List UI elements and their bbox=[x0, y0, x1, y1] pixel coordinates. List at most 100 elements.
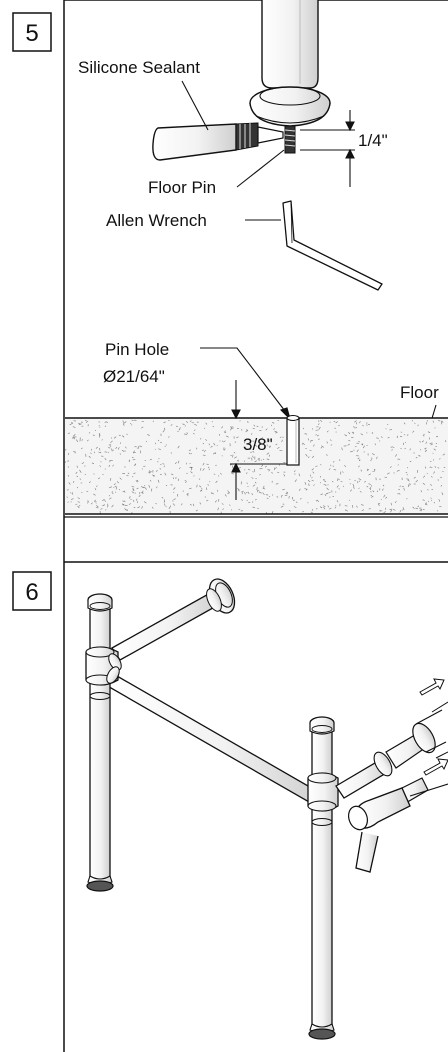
floor-speckle bbox=[91, 462, 95, 465]
floor-speckle bbox=[370, 491, 372, 493]
floor-speckle bbox=[202, 462, 205, 466]
floor-speckle bbox=[141, 491, 144, 495]
floor-speckle bbox=[320, 464, 322, 466]
floor-speckle bbox=[417, 424, 419, 427]
floor-speckle bbox=[90, 452, 92, 455]
floor-speckle bbox=[94, 499, 96, 502]
floor-speckle bbox=[204, 449, 206, 453]
floor-speckle bbox=[341, 447, 343, 451]
floor-speckle bbox=[259, 473, 261, 476]
floor-speckle bbox=[311, 509, 314, 511]
floor-speckle bbox=[75, 439, 79, 442]
floor-speckle bbox=[182, 423, 185, 425]
floor-speckle bbox=[352, 432, 355, 435]
floor-speckle bbox=[109, 478, 112, 481]
floor-speckle bbox=[225, 435, 229, 438]
floor-speckle bbox=[271, 510, 274, 514]
floor-speckle bbox=[97, 477, 101, 480]
floor-speckle bbox=[131, 456, 134, 459]
floor-speckle bbox=[208, 443, 210, 446]
floor-speckle bbox=[148, 484, 150, 488]
floor-speckle bbox=[419, 440, 421, 443]
floor-speckle bbox=[251, 477, 254, 479]
allen-wrench bbox=[282, 200, 383, 291]
floor-speckle bbox=[406, 478, 410, 480]
floor-speckle bbox=[369, 487, 372, 489]
floor-speckle bbox=[133, 507, 136, 509]
floor-speckle bbox=[320, 446, 323, 449]
floor-speckle bbox=[368, 473, 371, 476]
floor-speckle bbox=[368, 483, 371, 485]
floor-speckle bbox=[184, 425, 186, 427]
floor-speckle bbox=[71, 421, 74, 424]
floor-speckle bbox=[100, 508, 103, 510]
floor-speckle bbox=[415, 479, 419, 483]
floor-speckle bbox=[202, 442, 205, 445]
floor-speckle bbox=[224, 494, 227, 497]
floor-speckle bbox=[246, 499, 248, 502]
floor-speckle bbox=[221, 426, 224, 429]
floor-speckle bbox=[326, 441, 328, 444]
floor-texture bbox=[64, 419, 447, 515]
floor-speckle bbox=[413, 476, 416, 479]
floor-speckle bbox=[113, 486, 115, 488]
floor-speckle bbox=[269, 445, 271, 448]
floor-speckle bbox=[415, 456, 418, 459]
floor-speckle bbox=[368, 508, 371, 510]
floor-speckle bbox=[257, 507, 259, 510]
floor-speckle bbox=[205, 422, 208, 425]
floor-speckle bbox=[367, 468, 370, 471]
floor-speckle bbox=[432, 420, 434, 423]
floor-speckle bbox=[164, 472, 167, 476]
floor-speckle bbox=[81, 447, 83, 450]
floor-speckle bbox=[227, 490, 230, 494]
floor-speckle bbox=[173, 498, 176, 500]
floor-speckle bbox=[326, 430, 329, 433]
floor-speckle bbox=[170, 473, 174, 476]
floor-speckle bbox=[408, 483, 411, 485]
floor-speckle bbox=[218, 433, 220, 436]
floor-speckle bbox=[126, 433, 128, 436]
floor-speckle bbox=[430, 500, 433, 502]
floor-speckle bbox=[277, 446, 280, 449]
floor-speckle bbox=[164, 503, 166, 506]
floor-speckle bbox=[272, 422, 275, 424]
floor-speckle bbox=[358, 478, 362, 481]
floor-speckle bbox=[334, 507, 337, 509]
floor-speckle bbox=[437, 467, 440, 469]
floor-speckle bbox=[426, 420, 429, 422]
floor-speckle bbox=[72, 426, 76, 428]
floor-speckle bbox=[159, 467, 162, 470]
floor-speckle bbox=[311, 455, 315, 459]
floor-speckle bbox=[317, 423, 320, 425]
floor-speckle bbox=[344, 465, 347, 468]
floor-speckle bbox=[262, 492, 265, 495]
floor-speckle bbox=[78, 423, 82, 425]
floor-speckle bbox=[291, 496, 294, 500]
floor-speckle bbox=[258, 491, 262, 494]
silicone-sealant-label: Silicone Sealant bbox=[78, 58, 200, 77]
floor-speckle bbox=[90, 502, 93, 505]
floor-speckle bbox=[122, 420, 124, 423]
floor-speckle bbox=[288, 509, 291, 512]
floor-speckle bbox=[323, 480, 327, 482]
floor-speckle bbox=[206, 500, 209, 502]
floor-speckle bbox=[122, 436, 125, 438]
step-5-panel: 5 1/4" bbox=[12, 0, 448, 1052]
floor-speckle bbox=[371, 453, 375, 456]
floor-speckle bbox=[222, 440, 224, 443]
floor-speckle bbox=[246, 482, 248, 484]
floor-speckle bbox=[325, 492, 329, 495]
floor-speckle bbox=[128, 503, 131, 506]
floor-speckle bbox=[251, 493, 253, 496]
floor-speckle bbox=[223, 440, 226, 443]
floor-speckle bbox=[230, 427, 232, 431]
floor-speckle bbox=[137, 445, 140, 448]
floor-speckle bbox=[131, 485, 135, 488]
floor-speckle bbox=[221, 455, 223, 457]
floor-speckle bbox=[353, 486, 355, 489]
floor-speckle bbox=[389, 466, 392, 468]
floor-speckle bbox=[129, 496, 131, 499]
floor-speckle bbox=[188, 452, 191, 455]
floor-speckle bbox=[170, 452, 172, 454]
